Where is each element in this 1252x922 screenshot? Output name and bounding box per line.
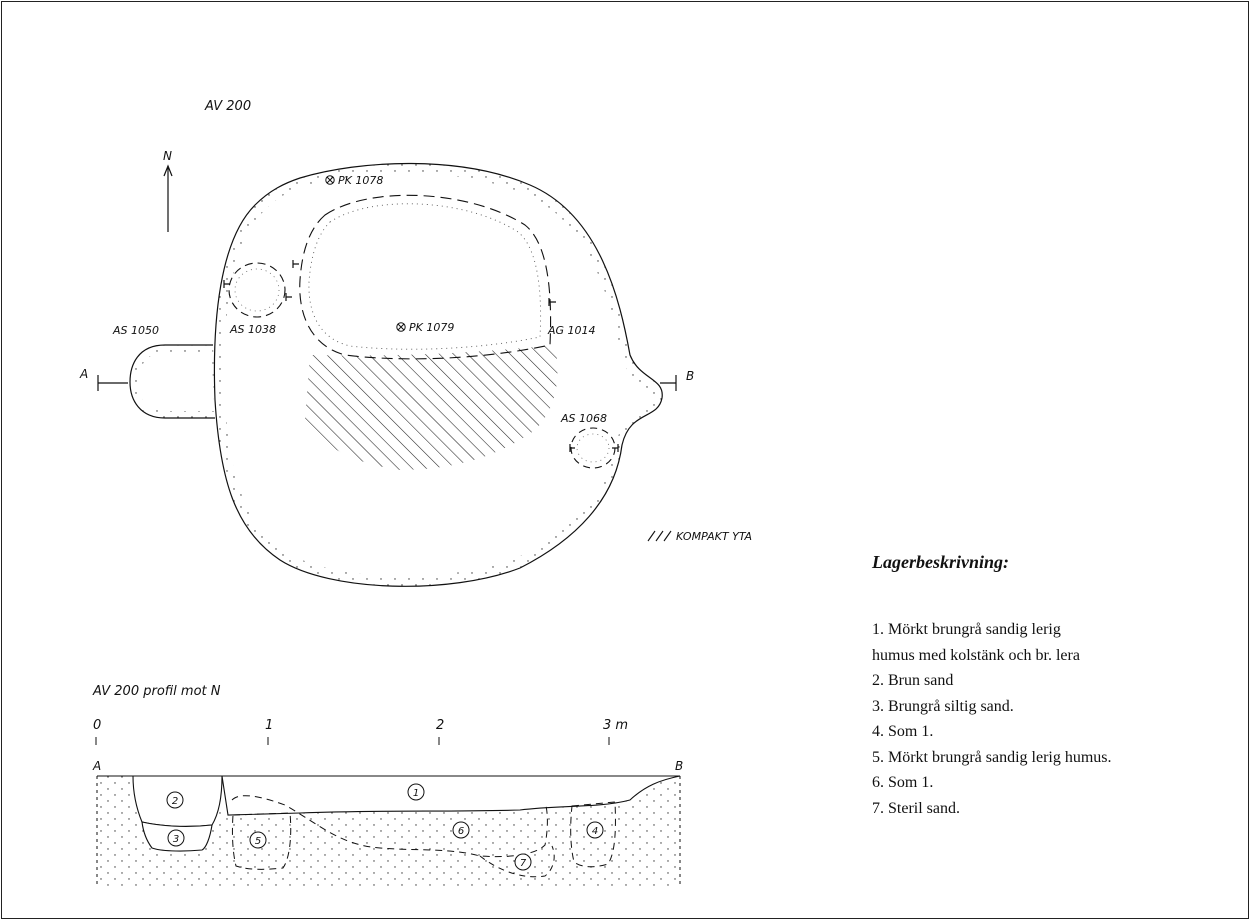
legend-list: 1. Mörkt brungrå sandig lerig humus med … — [872, 617, 1242, 821]
legend-heading: Lagerbeskrivning: — [872, 552, 1009, 572]
legend-item: 3. Brungrå siltig sand. — [872, 697, 1014, 715]
layer-number-markers — [166, 783, 604, 871]
profile-layer-7 — [479, 845, 555, 878]
profile-end-a: A — [92, 759, 101, 773]
pk1078-marker-icon — [325, 175, 335, 185]
north-label: N — [163, 149, 172, 163]
layer-number-3: 3 — [173, 834, 179, 845]
label-as1050: AS 1050 — [112, 324, 159, 337]
label-as1038: AS 1038 — [229, 323, 276, 336]
layer-number-7: 7 — [520, 858, 527, 869]
label-as1068: AS 1068 — [560, 412, 607, 425]
legend-item: 4. Som 1. — [872, 723, 934, 740]
north-arrow-icon — [163, 164, 173, 232]
plan-title: AV 200 — [204, 99, 251, 114]
scale-0: 0 — [93, 718, 101, 733]
layer-number-4: 4 — [592, 826, 598, 837]
hatch-legend-icon — [647, 530, 672, 542]
legend-item: 6. Som 1. — [872, 774, 934, 791]
layer-number-6: 6 — [458, 826, 464, 837]
layer-description: Lagerbeskrivning: 1. Mörkt brungrå sandi… — [872, 552, 1242, 821]
label-pk1078: PK 1078 — [338, 174, 383, 187]
layer-number-5: 5 — [255, 836, 261, 847]
profile-layer-1 — [97, 775, 681, 816]
legend-item: 5. Mörkt brungrå sandig lerig humus. — [872, 748, 1112, 766]
ag1014-outline — [299, 194, 552, 360]
profile-end-b: B — [675, 759, 683, 773]
legend-item: 1. Mörkt brungrå sandig lerig — [872, 621, 1061, 638]
section-end-a: A — [79, 367, 88, 381]
profile-scale: 0 1 2 3 m — [93, 718, 628, 745]
profile-title: AV 200 profil mot N — [92, 684, 221, 699]
profile-layer-4 — [570, 801, 616, 868]
label-ag1014: AG 1014 — [547, 324, 596, 337]
layer-number-2: 2 — [172, 796, 178, 807]
scale-2: 2 — [436, 718, 444, 733]
layer-number-1: 1 — [413, 788, 419, 799]
scale-1: 1 — [265, 718, 273, 733]
profile-layer-5 — [231, 812, 292, 870]
section-markers — [97, 260, 677, 452]
legend-item: humus med kolstänk och br. lera — [872, 646, 1080, 664]
pk1079-marker-icon — [396, 322, 406, 332]
label-pk1079: PK 1079 — [409, 321, 454, 334]
profile-layer-6 — [231, 795, 548, 858]
section-end-b: B — [686, 369, 694, 383]
as1038-outline — [228, 262, 286, 318]
scale-3: 3 m — [603, 718, 628, 733]
hatch-legend-label: KOMPAKT YTA — [676, 530, 752, 543]
legend-item: 7. Steril sand. — [872, 799, 960, 817]
legend-item: 2. Brun sand — [872, 672, 954, 689]
